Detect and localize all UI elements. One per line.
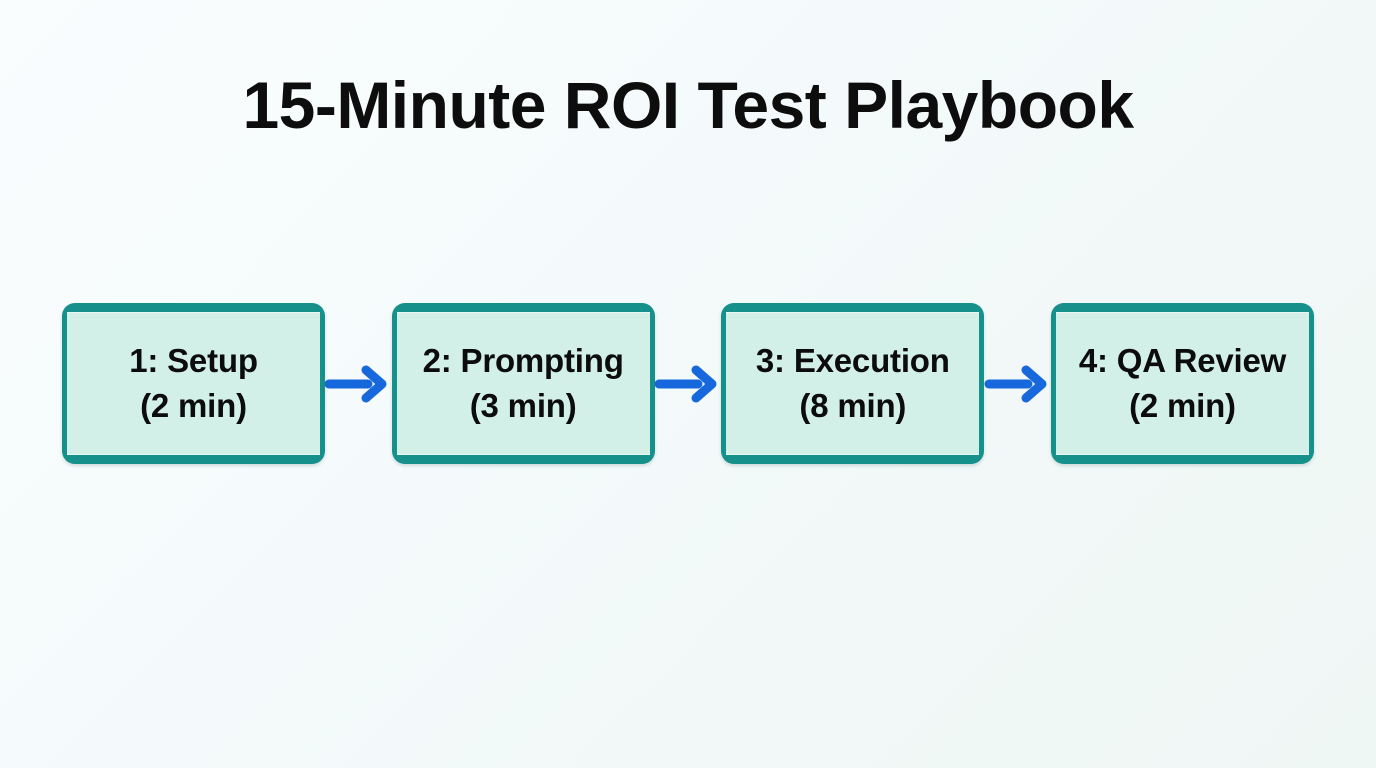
arrow-connector-3-to-4 [984,364,1051,404]
flow-step-4[interactable]: 4: QA Review (2 min) [1050,303,1314,464]
flow-step-1-body: 1: Setup (2 min) [67,312,320,455]
arrow-connector-2-to-3 [654,364,721,404]
arrow-connector-1-to-2 [324,364,391,404]
flow-step-1[interactable]: 1: Setup (2 min) [62,303,325,464]
flow-step-2[interactable]: 2: Prompting (3 min) [391,303,655,464]
flow-step-4-duration: (2 min) [1129,387,1236,424]
flow-step-1-label: 1: Setup [129,342,258,380]
arrow-right-icon [654,365,717,402]
flow-step-1-duration: (2 min) [140,387,247,424]
flow-step-2-duration: (3 min) [469,387,577,424]
page-title: 15-Minute ROI Test Playbook [242,68,1134,142]
flow-step-3-body: 3: Execution (8 min) [726,312,980,455]
flowchart-steps-row: 1: Setup (2 min) 2: Prompting (3 min) [62,303,1314,464]
flow-step-2-body: 2: Prompting (3 min) [396,312,650,455]
flow-step-3-label: 3: Execution [755,342,950,380]
flow-step-2-label: 2: Prompting [422,342,624,380]
flow-step-3-duration: (8 min) [799,387,907,424]
arrow-right-icon [984,365,1047,402]
flow-step-4-label: 4: QA Review [1078,342,1287,380]
flow-step-3[interactable]: 3: Execution (8 min) [721,303,985,464]
flow-step-4-body: 4: QA Review (2 min) [1055,312,1309,455]
arrow-right-icon [324,365,387,402]
